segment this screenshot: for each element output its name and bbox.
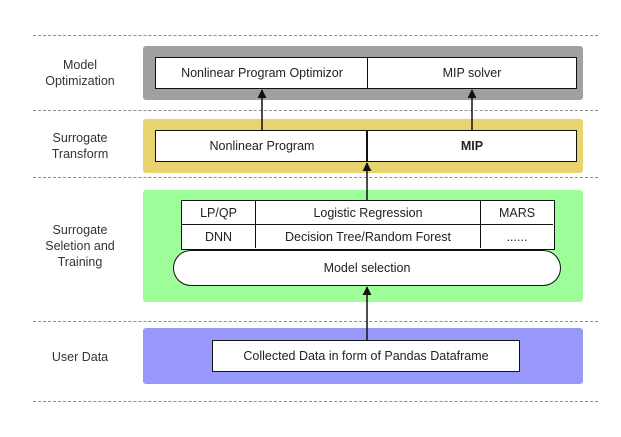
model-selection-box: Model selection xyxy=(173,250,561,286)
layer-label-optimization: Model Optimization xyxy=(45,58,115,88)
grid-cell-dnn: DNN xyxy=(182,225,256,248)
grid-cell-lpqp: LP/QP xyxy=(182,201,256,225)
separator-line xyxy=(33,35,598,36)
grid-cell-more: ...... xyxy=(481,225,553,248)
mip-label: MIP xyxy=(460,139,484,153)
surrogate-model-grid: LP/QP Logistic Regression MARS DNN Decis… xyxy=(181,200,555,250)
separator-line xyxy=(33,321,598,322)
nonlinear-program-box: Nonlinear Program xyxy=(155,130,368,162)
grid-cell-mars: MARS xyxy=(481,201,553,225)
grid-cell-label: MARS xyxy=(498,205,536,220)
grid-cell-label: Logistic Regression xyxy=(313,205,423,220)
grid-cell-decision-tree: Decision Tree/Random Forest xyxy=(256,225,481,248)
collected-data-box: Collected Data in form of Pandas Datafra… xyxy=(212,340,520,372)
layer-label-training: Surrogate Seletion and Training xyxy=(45,223,115,269)
separator-line xyxy=(33,177,598,178)
mip-solver-box: MIP solver xyxy=(367,57,577,89)
grid-cell-label: ...... xyxy=(506,229,528,244)
nonlinear-program-label: Nonlinear Program xyxy=(209,139,315,153)
collected-data-label: Collected Data in form of Pandas Datafra… xyxy=(243,349,489,363)
mip-box: MIP xyxy=(366,130,577,162)
grid-cell-label: LP/QP xyxy=(200,205,237,220)
mip-solver-label: MIP solver xyxy=(442,66,502,80)
grid-cell-logistic-regression: Logistic Regression xyxy=(256,201,481,225)
grid-cell-label: Decision Tree/Random Forest xyxy=(284,229,452,244)
nlp-optimizer-label: Nonlinear Program Optimizor xyxy=(181,66,343,80)
nlp-optimizer-box: Nonlinear Program Optimizor xyxy=(155,57,368,89)
separator-line xyxy=(33,110,598,111)
layer-label-transform: Surrogate Transform xyxy=(51,131,109,161)
layer-label-user-data: User Data xyxy=(51,350,109,364)
separator-line xyxy=(33,401,598,402)
model-selection-label: Model selection xyxy=(323,261,411,275)
grid-cell-label: DNN xyxy=(204,229,233,244)
